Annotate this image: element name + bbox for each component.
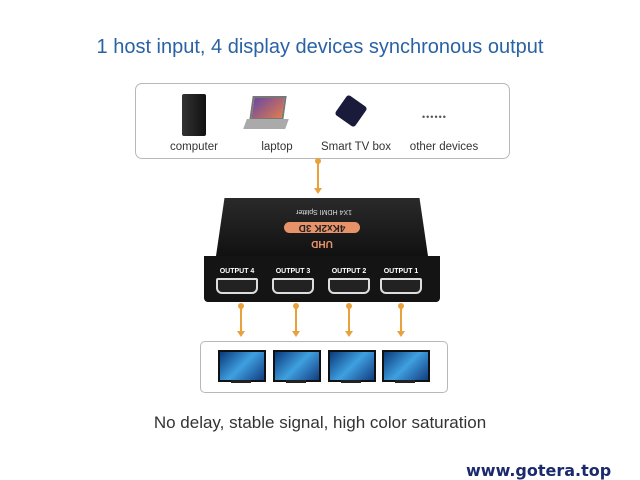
port-label: OUTPUT 2	[331, 268, 367, 275]
hdmi-port-icon	[272, 278, 314, 294]
output-arrow-4	[240, 306, 242, 332]
tv-box-icon	[334, 94, 368, 128]
monitor-icon	[273, 350, 321, 382]
monitor-stand	[231, 380, 251, 383]
arrow-head	[237, 331, 245, 337]
output-port-3[interactable]: OUTPUT 3	[268, 268, 318, 294]
monitor-icon	[218, 350, 266, 382]
monitor-stand	[286, 380, 306, 383]
desktop-tower-icon	[182, 94, 206, 136]
source-label-laptop: laptop	[261, 141, 293, 153]
output-port-2[interactable]: OUTPUT 2	[324, 268, 374, 294]
arrow-head	[345, 331, 353, 337]
port-label: OUTPUT 3	[275, 268, 311, 275]
page-title: 1 host input, 4 display devices synchron…	[96, 36, 544, 58]
arrow-head	[292, 331, 300, 337]
laptop-icon	[249, 96, 287, 120]
caption: No delay, stable signal, high color satu…	[153, 413, 487, 432]
output-port-4[interactable]: OUTPUT 4	[212, 268, 262, 294]
watermark: www.gotera.top	[466, 461, 612, 480]
hdmi-splitter-device: 1X4 HDMI Splitter 4Kx2K 3D UHD OUTPUT 4 …	[204, 198, 440, 302]
port-label: OUTPUT 1	[383, 268, 419, 275]
display-devices-panel	[200, 341, 448, 393]
laptop-base	[243, 119, 289, 129]
port-label: OUTPUT 4	[219, 268, 255, 275]
arrow-head	[314, 188, 322, 194]
hdmi-port-icon	[328, 278, 370, 294]
source-devices-panel: computer laptop Smart TV box •••••• othe…	[135, 83, 510, 159]
hdmi-port-icon	[380, 278, 422, 294]
arrow-head	[397, 331, 405, 337]
monitor-icon	[328, 350, 376, 382]
ellipsis-icon: ••••••	[422, 112, 447, 122]
device-spec-label: 4Kx2K 3D	[284, 222, 360, 233]
output-arrow-2	[348, 306, 350, 332]
monitor-stand	[341, 380, 361, 383]
output-arrow-1	[400, 306, 402, 332]
input-arrow	[317, 161, 319, 189]
source-label-computer: computer	[170, 141, 218, 153]
source-label-other-devices: other devices	[409, 141, 479, 153]
monitor-stand	[395, 380, 415, 383]
hdmi-port-icon	[216, 278, 258, 294]
monitor-icon	[382, 350, 430, 382]
output-arrow-3	[295, 306, 297, 332]
output-port-1[interactable]: OUTPUT 1	[376, 268, 426, 294]
device-brand-label: UHD	[311, 238, 333, 249]
device-model-label: 1X4 HDMI Splitter	[295, 208, 353, 215]
source-label-smart-tv-box: Smart TV box	[320, 141, 392, 153]
